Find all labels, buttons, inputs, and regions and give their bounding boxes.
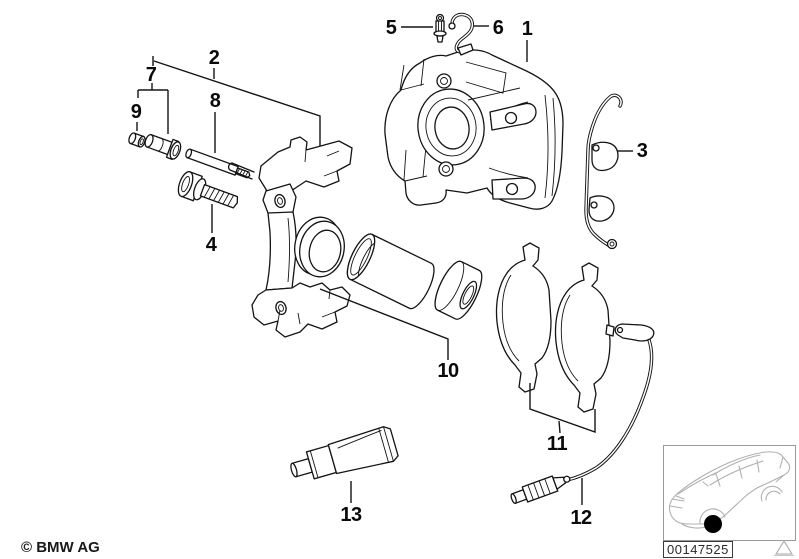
piston — [346, 233, 435, 310]
brake-pad-outer — [554, 262, 615, 413]
vehicle-thumbnail — [663, 445, 796, 541]
callout-7[interactable]: 7 — [145, 64, 157, 86]
bleeder-cap-clip-part — [448, 12, 475, 56]
callout-13[interactable]: 13 — [340, 504, 362, 526]
callout-8[interactable]: 8 — [209, 90, 221, 112]
brake-pad-inner — [495, 242, 552, 393]
bleeder-valve-part — [433, 13, 447, 43]
leader-lines — [136, 25, 633, 505]
guide-pin-part — [185, 148, 251, 179]
wear-sensor-part — [510, 323, 655, 504]
plug-part — [128, 132, 146, 148]
wheel-marker-dot — [704, 515, 722, 533]
callout-4[interactable]: 4 — [205, 234, 217, 256]
callout-11[interactable]: 11 — [546, 433, 568, 455]
leader-10 — [319, 288, 449, 360]
part-number-plate: 00147525 — [663, 541, 733, 558]
callout-3[interactable]: 3 — [636, 140, 648, 162]
car-icon — [668, 451, 791, 533]
bolt-part — [177, 171, 239, 209]
callout-5[interactable]: 5 — [385, 17, 397, 39]
grease-tube-part — [290, 426, 399, 480]
piston-seal-ring — [294, 216, 345, 278]
leader-11 — [529, 383, 596, 434]
guide-bushing-part — [144, 133, 182, 160]
installed-pin-stub — [227, 162, 255, 180]
callout-2[interactable]: 2 — [208, 47, 220, 69]
dust-boot — [434, 260, 483, 320]
callout-6[interactable]: 6 — [492, 17, 504, 39]
retaining-spring-part — [584, 93, 623, 250]
carrier-part — [251, 136, 353, 338]
callout-9[interactable]: 9 — [130, 101, 142, 123]
leader-2 — [152, 56, 321, 146]
copyright-text: © BMW AG — [21, 539, 100, 556]
leader-7 — [137, 83, 169, 134]
callout-12[interactable]: 12 — [570, 507, 592, 529]
triangle-icon — [774, 539, 796, 557]
callout-10[interactable]: 10 — [437, 360, 459, 382]
callout-1[interactable]: 1 — [521, 18, 533, 40]
caliper-part — [384, 49, 564, 210]
